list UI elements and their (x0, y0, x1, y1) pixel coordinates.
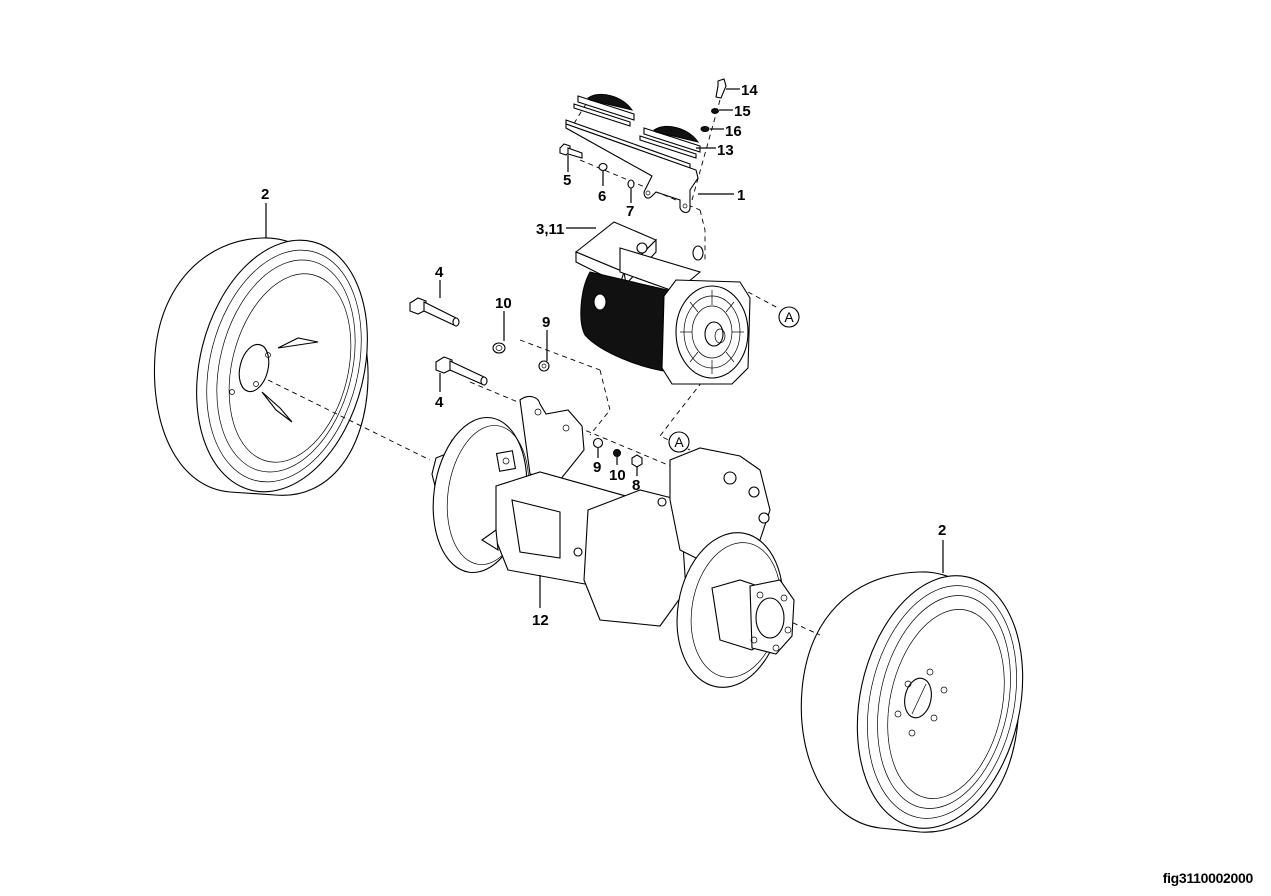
callout-3-11: 3,11 (536, 221, 564, 238)
callout-6: 6 (598, 188, 606, 205)
callout-7: 7 (626, 203, 634, 220)
callouts: 2 2 14 15 16 13 1 5 6 7 3,11 4 4 10 9 9 … (261, 82, 946, 629)
callout-4-bottom: 4 (435, 394, 444, 411)
drive-axle (431, 395, 795, 688)
callout-8: 8 (632, 477, 640, 494)
left-wheel (153, 237, 369, 496)
mid-hardware (409, 297, 643, 468)
callout-9-upper: 9 (542, 314, 550, 331)
traction-motor (574, 221, 751, 385)
callout-2-left: 2 (261, 186, 269, 203)
mounting-bracket (565, 123, 699, 214)
figure-id: fig3110002000 (1162, 870, 1254, 886)
callout-1: 1 (737, 187, 745, 204)
callout-5: 5 (563, 172, 571, 189)
callout-9-lower: 9 (593, 459, 601, 476)
callout-13: 13 (717, 142, 734, 159)
top-hardware (559, 78, 727, 189)
callout-15: 15 (734, 103, 751, 120)
right-wheel (800, 571, 1024, 833)
callout-16: 16 (725, 123, 742, 140)
callout-10-upper: 10 (495, 295, 512, 312)
reference-a-motor-label: A (784, 309, 794, 325)
cover-plates (565, 94, 701, 169)
callout-14: 14 (741, 82, 758, 99)
reference-a-axle: A (668, 431, 690, 453)
callout-10-lower: 10 (609, 467, 626, 484)
callout-4-top: 4 (435, 264, 444, 281)
reference-a-motor: A (778, 306, 800, 328)
reference-a-axle-label: A (674, 434, 684, 450)
leader-lines (265, 88, 944, 608)
callout-12: 12 (532, 612, 549, 629)
callout-2-right: 2 (938, 522, 946, 539)
